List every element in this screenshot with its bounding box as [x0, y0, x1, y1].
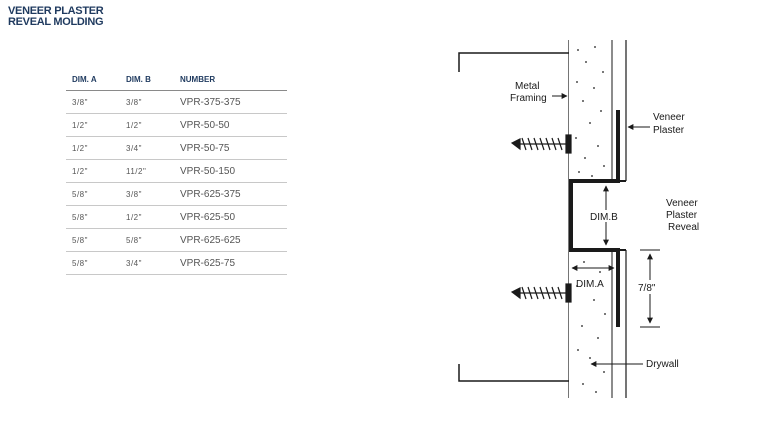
label-metal-framing-2: Framing — [510, 93, 547, 104]
label-drywall: Drywall — [646, 359, 679, 370]
reveal-molding-profile — [569, 110, 620, 327]
cell-dim-a: 5/8" — [66, 205, 120, 229]
cell-dim-a: 5/8" — [66, 182, 120, 206]
title-line-2: REVEAL MOLDING — [8, 16, 104, 28]
cell-number: VPR-625-625 — [174, 228, 287, 252]
cell-dim-b: 3/4" — [120, 136, 174, 160]
page-title: VENEER PLASTER REVEAL MOLDING — [8, 5, 104, 28]
label-veneer-plaster-1: Veneer — [653, 112, 685, 123]
cell-number: VPR-625-50 — [174, 205, 287, 229]
cell-dim-a: 3/8" — [66, 90, 120, 114]
spec-table: DIM. A DIM. B NUMBER 3/8" 3/8" VPR-375-3… — [66, 68, 287, 275]
metal-framing-top — [458, 52, 569, 72]
header-dim-b: DIM. B — [120, 68, 174, 91]
cell-dim-b: 3/8" — [120, 182, 174, 206]
cell-number: VPR-50-75 — [174, 136, 287, 160]
cell-dim-a: 1/2" — [66, 159, 120, 183]
drywall-texture — [575, 46, 606, 393]
cell-dim-b: 3/8" — [120, 90, 174, 114]
cell-number: VPR-625-375 — [174, 182, 287, 206]
cell-dim-b: 1/2" — [120, 205, 174, 229]
cell-dim-b: 11/2" — [120, 159, 174, 183]
label-reveal-2: Plaster — [666, 210, 698, 221]
table-row: 3/8" 3/8" VPR-375-375 — [66, 90, 287, 114]
cell-number: VPR-375-375 — [174, 90, 287, 114]
label-depth: 7/8" — [638, 283, 656, 294]
label-dim-a: DIM.A — [576, 279, 604, 290]
table-row: 1/2" 3/4" VPR-50-75 — [66, 136, 287, 160]
screw-icon — [510, 283, 572, 303]
table-row: 5/8" 1/2" VPR-625-50 — [66, 205, 287, 229]
metal-framing-bottom — [458, 364, 569, 382]
table-row: 1/2" 11/2" VPR-50-150 — [66, 159, 287, 183]
cell-dim-a: 5/8" — [66, 251, 120, 275]
table-row: 5/8" 3/4" VPR-625-75 — [66, 251, 287, 275]
label-veneer-plaster-2: Plaster — [653, 125, 685, 136]
cell-dim-a: 1/2" — [66, 136, 120, 160]
cell-dim-b: 1/2" — [120, 113, 174, 137]
header-dim-a: DIM. A — [66, 68, 120, 91]
drywall-lower — [569, 250, 612, 398]
header-number: NUMBER — [174, 68, 287, 91]
cell-dim-b: 5/8" — [120, 228, 174, 252]
table-row: 1/2" 1/2" VPR-50-50 — [66, 113, 287, 137]
label-dim-b: DIM.B — [590, 212, 618, 223]
label-metal-framing-1: Metal — [515, 81, 539, 92]
cell-dim-a: 1/2" — [66, 113, 120, 137]
drywall-upper — [569, 40, 612, 181]
cell-number: VPR-625-75 — [174, 251, 287, 275]
cell-dim-b: 3/4" — [120, 251, 174, 275]
label-reveal-3: Reveal — [668, 222, 699, 233]
table-header-row: DIM. A DIM. B NUMBER — [66, 68, 287, 91]
table-row: 5/8" 3/8" VPR-625-375 — [66, 182, 287, 206]
cell-number: VPR-50-150 — [174, 159, 287, 183]
table-row: 5/8" 5/8" VPR-625-625 — [66, 228, 287, 252]
label-reveal-1: Veneer — [666, 198, 698, 209]
title-line-1: VENEER PLASTER — [8, 5, 104, 17]
cell-dim-a: 5/8" — [66, 228, 120, 252]
cell-number: VPR-50-50 — [174, 113, 287, 137]
screw-icon — [510, 134, 572, 154]
